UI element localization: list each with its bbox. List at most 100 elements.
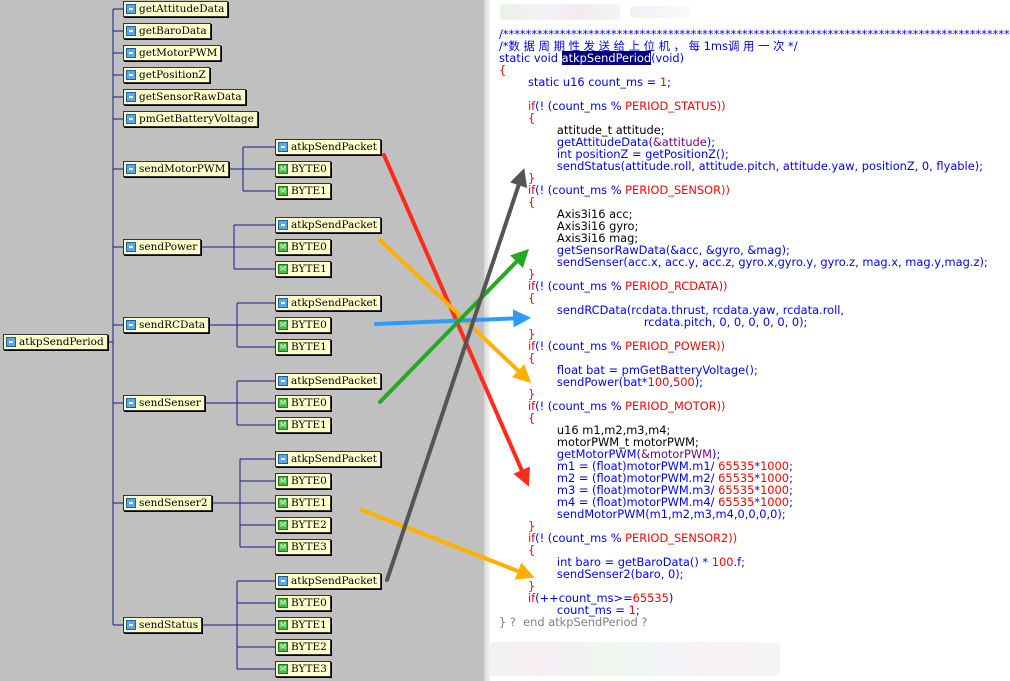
tree-node-sendrcdata-atkpsendpacket[interactable]: atkpSendPacket bbox=[275, 295, 381, 311]
tree-node-sendmotorpwm[interactable]: sendMotorPWM bbox=[123, 161, 230, 177]
code-line[interactable]: sendPower(bat*100,500); bbox=[499, 376, 703, 388]
tree-node-getmotorpwm[interactable]: getMotorPWM bbox=[123, 45, 222, 61]
code-line[interactable]: /*数 据 周 期 性 发 送 给 上 位 机 ， 每 1ms调 用 一 次 *… bbox=[499, 40, 798, 52]
tree-node-sendsenser2-atkpsendpacket[interactable]: atkpSendPacket bbox=[275, 451, 381, 467]
tree-node-label: BYTE2 bbox=[291, 519, 327, 531]
code-token: sendRCData(rcdata.thrust, rcdata.yaw, rc… bbox=[499, 303, 845, 317]
tree-node-sendpower-byte1[interactable]: BYTE1 bbox=[275, 261, 331, 277]
code-line[interactable]: Axis3i16 acc; bbox=[499, 208, 633, 220]
code-line[interactable]: m2 = (float)motorPWM.m2/ 65535*1000; bbox=[499, 472, 793, 484]
tree-node-sendstatus-atkpsendpacket[interactable]: atkpSendPacket bbox=[275, 573, 381, 589]
tree-node-sendmotorpwm-atkpsendpacket[interactable]: atkpSendPacket bbox=[275, 139, 381, 155]
tree-node-sendmotorpwm-byte0[interactable]: BYTE0 bbox=[275, 161, 331, 177]
code-token: sendSenser(acc.x, acc.y, acc.z, gyro.x,g… bbox=[499, 255, 988, 269]
code-line[interactable]: { bbox=[499, 196, 535, 208]
tree-node-label: getAttitudeData bbox=[139, 3, 225, 15]
code-line[interactable]: { bbox=[499, 544, 535, 556]
code-line[interactable]: sendSenser(acc.x, acc.y, acc.z, gyro.x,g… bbox=[499, 256, 988, 268]
code-line[interactable]: attitude_t attitude; bbox=[499, 124, 665, 136]
code-line[interactable]: } bbox=[499, 328, 535, 340]
tree-node-sendsenser-byte1[interactable]: BYTE1 bbox=[275, 417, 331, 433]
tree-node-sendrcdata-byte0[interactable]: BYTE0 bbox=[275, 317, 331, 333]
code-line[interactable]: int positionZ = getPositionZ(); bbox=[499, 148, 729, 160]
function-icon bbox=[126, 498, 136, 508]
tree-node-sendpower-byte0[interactable]: BYTE0 bbox=[275, 239, 331, 255]
code-line[interactable]: rcdata.pitch, 0, 0, 0, 0, 0, 0); bbox=[499, 316, 808, 328]
tree-node-sendsenser2[interactable]: sendSenser2 bbox=[123, 495, 212, 511]
code-line[interactable]: } bbox=[499, 580, 535, 592]
code-line[interactable]: sendRCData(rcdata.thrust, rcdata.yaw, rc… bbox=[499, 304, 844, 316]
tree-node-root[interactable]: atkpSendPeriod bbox=[3, 334, 108, 350]
code-token: ; bbox=[667, 75, 671, 89]
code-line[interactable]: /***************************************… bbox=[499, 28, 1010, 40]
tree-node-sendmotorpwm-byte1[interactable]: BYTE1 bbox=[275, 183, 331, 199]
tree-node-getbarodata[interactable]: getBaroData bbox=[123, 23, 211, 39]
tree-node-getpositionz[interactable]: getPositionZ bbox=[123, 67, 210, 83]
tree-node-label: BYTE3 bbox=[291, 541, 327, 553]
tree-node-sendsenser2-byte3[interactable]: BYTE3 bbox=[275, 539, 331, 555]
code-line[interactable]: sendMotorPWM(m1,m2,m3,m4,0,0,0,0); bbox=[499, 508, 786, 520]
code-line[interactable]: motorPWM_t motorPWM; bbox=[499, 436, 699, 448]
code-line[interactable]: { bbox=[499, 412, 535, 424]
code-line[interactable]: } bbox=[499, 388, 535, 400]
tree-node-sendpower[interactable]: sendPower bbox=[123, 239, 202, 255]
tree-node-sendsenser-atkpsendpacket[interactable]: atkpSendPacket bbox=[275, 373, 381, 389]
code-line[interactable]: Axis3i16 mag; bbox=[499, 232, 638, 244]
code-line[interactable]: getAttitudeData(&attitude); bbox=[499, 136, 715, 148]
code-line[interactable]: count_ms = 1; bbox=[499, 604, 640, 616]
code-line[interactable]: sendStatus(attitude.roll, attitude.pitch… bbox=[499, 160, 983, 172]
code-line[interactable]: m3 = (float)motorPWM.m3/ 65535*1000; bbox=[499, 484, 793, 496]
code-line[interactable]: Axis3i16 gyro; bbox=[499, 220, 638, 232]
tree-node-sendstatus[interactable]: sendStatus bbox=[123, 617, 203, 633]
code-line[interactable]: } bbox=[499, 520, 535, 532]
tree-node-sendstatus-byte1[interactable]: BYTE1 bbox=[275, 617, 331, 633]
tree-node-sendsenser2-byte0[interactable]: BYTE0 bbox=[275, 473, 331, 489]
tree-node-sendsenser2-byte2[interactable]: BYTE2 bbox=[275, 517, 331, 533]
code-line[interactable]: getSensorRawData(&acc, &gyro, &mag); bbox=[499, 244, 790, 256]
code-line[interactable]: u16 m1,m2,m3,m4; bbox=[499, 424, 670, 436]
code-token: ) bbox=[668, 591, 674, 605]
code-line[interactable]: if(! (count_ms % PERIOD_RCDATA)) bbox=[499, 280, 728, 292]
tree-node-sendpower-atkpsendpacket[interactable]: atkpSendPacket bbox=[275, 217, 381, 233]
code-line[interactable]: static u16 count_ms = 1; bbox=[499, 76, 671, 88]
tree-node-label: getPositionZ bbox=[139, 69, 206, 81]
code-line[interactable]: } bbox=[499, 172, 535, 184]
tree-node-sendsenser-byte0[interactable]: BYTE0 bbox=[275, 395, 331, 411]
function-icon bbox=[278, 220, 288, 230]
code-line[interactable]: getMotorPWM(&motorPWM); bbox=[499, 448, 720, 460]
tree-node-label: BYTE1 bbox=[291, 619, 327, 631]
code-line[interactable]: m1 = (float)motorPWM.m1/ 65535*1000; bbox=[499, 460, 793, 472]
code-line[interactable]: if(! (count_ms % PERIOD_STATUS)) bbox=[499, 100, 726, 112]
code-line[interactable]: { bbox=[499, 112, 535, 124]
code-line[interactable]: if(! (count_ms % PERIOD_SENSOR2)) bbox=[499, 532, 737, 544]
tree-node-label: sendPower bbox=[139, 241, 198, 253]
code-line[interactable]: float bat = pmGetBatteryVoltage(); bbox=[499, 364, 758, 376]
code-line[interactable]: } bbox=[499, 268, 535, 280]
code-line[interactable]: int baro = getBaroData() * 100.f; bbox=[499, 556, 745, 568]
tree-node-sendstatus-byte2[interactable]: BYTE2 bbox=[275, 639, 331, 655]
panel-divider[interactable] bbox=[484, 0, 490, 681]
tree-node-sendrcdata-byte1[interactable]: BYTE1 bbox=[275, 339, 331, 355]
code-token: 65535 bbox=[718, 495, 755, 509]
code-line[interactable]: { bbox=[499, 64, 506, 76]
tree-node-sendrcdata[interactable]: sendRCData bbox=[123, 317, 210, 333]
tree-node-sendstatus-byte3[interactable]: BYTE3 bbox=[275, 661, 331, 677]
code-line[interactable]: if(! (count_ms % PERIOD_POWER)) bbox=[499, 340, 725, 352]
code-line[interactable]: if(! (count_ms % PERIOD_MOTOR)) bbox=[499, 400, 726, 412]
tree-node-pmgetbatteryvoltage[interactable]: pmGetBatteryVoltage bbox=[123, 111, 258, 127]
tree-node-label: sendStatus bbox=[139, 619, 199, 631]
code-line[interactable]: { bbox=[499, 292, 535, 304]
code-line[interactable]: if(++count_ms>=65535) bbox=[499, 592, 673, 604]
code-line[interactable]: if(! (count_ms % PERIOD_SENSOR)) bbox=[499, 184, 730, 196]
code-line[interactable]: } ? end atkpSendPeriod ? bbox=[499, 616, 647, 628]
tree-node-getattitudedata[interactable]: getAttitudeData bbox=[123, 1, 229, 17]
code-line[interactable]: { bbox=[499, 352, 535, 364]
tree-node-sendsenser2-byte1[interactable]: BYTE1 bbox=[275, 495, 331, 511]
code-line[interactable]: sendSenser2(baro, 0); bbox=[499, 568, 684, 580]
macro-icon bbox=[278, 320, 288, 330]
tree-node-getsensorrawdata[interactable]: getSensorRawData bbox=[123, 89, 246, 105]
tree-node-sendstatus-byte0[interactable]: BYTE0 bbox=[275, 595, 331, 611]
code-line[interactable]: static void atkpSendPeriod(void) bbox=[499, 51, 684, 65]
tree-node-sendsenser[interactable]: sendSenser bbox=[123, 395, 205, 411]
code-line[interactable]: m4 = (float)motorPWM.m4/ 65535*1000; bbox=[499, 496, 793, 508]
